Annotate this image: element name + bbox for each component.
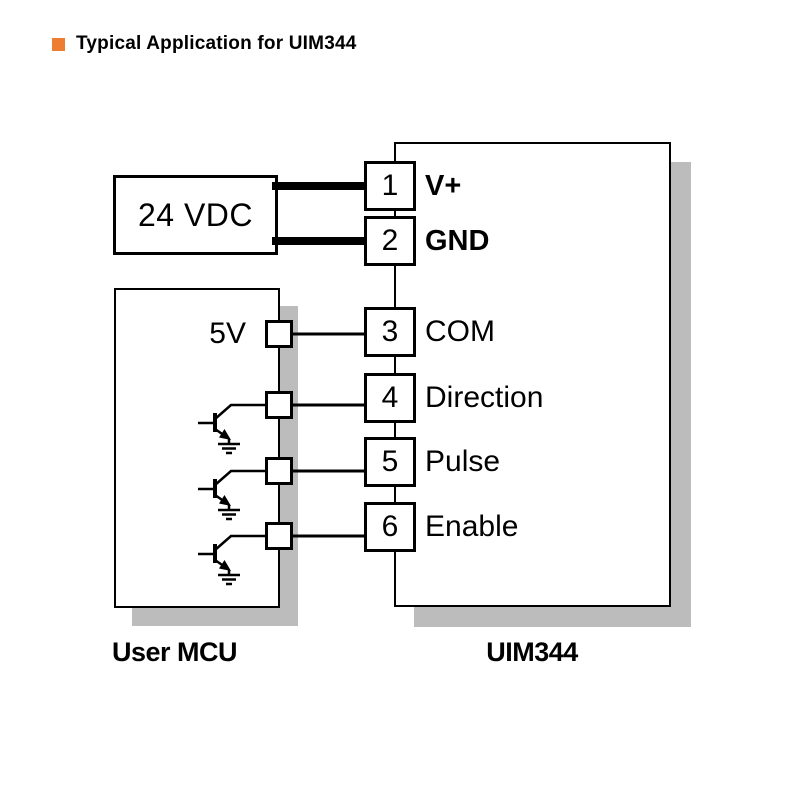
mcu-pad-pulse bbox=[265, 457, 293, 485]
terminal-2: 2 bbox=[364, 216, 416, 266]
terminal-3: 3 bbox=[364, 307, 416, 357]
figure-title: Typical Application for UIM344 bbox=[76, 33, 357, 54]
signal-wires bbox=[290, 332, 366, 538]
terminal-5: 5 bbox=[364, 437, 416, 487]
terminal-label-pulse: Pulse bbox=[425, 445, 501, 478]
bullet-icon bbox=[52, 38, 65, 51]
power-supply-box: 24 VDC bbox=[113, 175, 278, 255]
terminal-6: 6 bbox=[364, 502, 416, 552]
mcu-pad-enable bbox=[265, 522, 293, 550]
mcu-pad-direction bbox=[265, 391, 293, 419]
power-supply-label: 24 VDC bbox=[137, 196, 254, 233]
terminal-1: 1 bbox=[364, 161, 416, 211]
terminal-label-direction: Direction bbox=[425, 381, 544, 414]
mcu-caption: User MCU bbox=[112, 637, 238, 667]
user-mcu-box bbox=[114, 288, 280, 608]
terminal-label-vplus: V+ bbox=[425, 170, 462, 202]
terminal-label-gnd: GND bbox=[425, 225, 490, 257]
mcu-5v-label: 5V bbox=[209, 317, 246, 350]
terminal-4: 4 bbox=[364, 373, 416, 423]
uim344-caption: UIM344 bbox=[486, 637, 578, 667]
power-wires bbox=[272, 182, 366, 245]
terminal-label-enable: Enable bbox=[425, 510, 519, 543]
terminal-label-com: COM bbox=[425, 315, 495, 348]
mcu-pad-5v bbox=[265, 320, 293, 348]
uim344-box bbox=[394, 142, 671, 607]
